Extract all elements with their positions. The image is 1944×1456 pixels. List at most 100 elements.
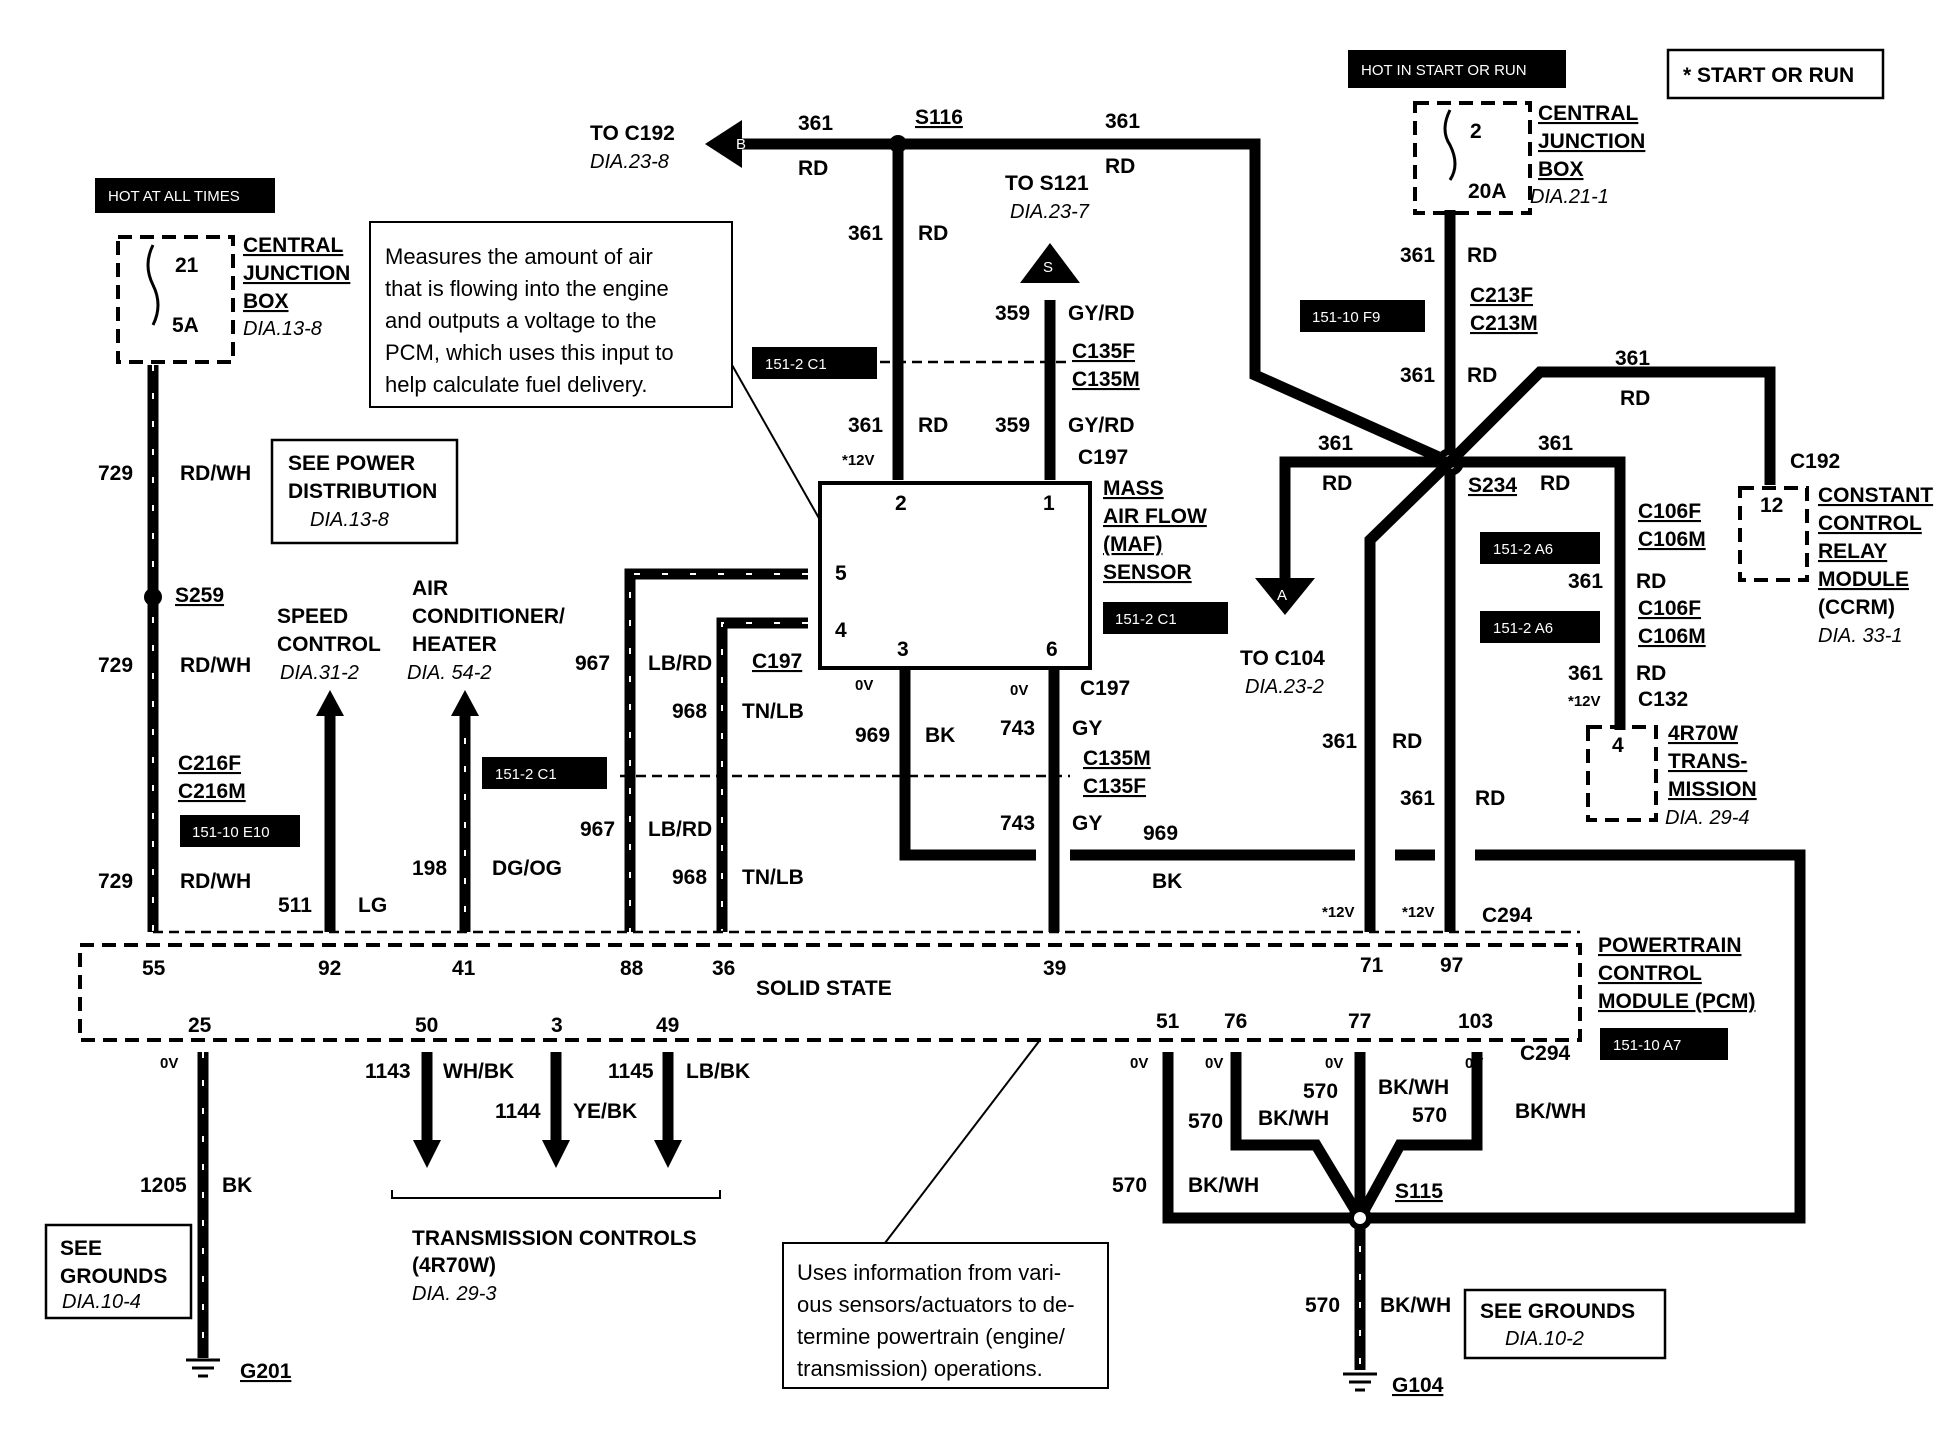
wire-color: RD: [1475, 787, 1505, 810]
wire-label: 361: [1322, 730, 1357, 753]
pcm-note-box: [782, 1242, 1109, 1389]
wire-label: 361: [1538, 432, 1573, 455]
volt-label: 0V: [1130, 1055, 1148, 1072]
wire-label: 361: [798, 112, 833, 135]
trans-conn: C132: [1638, 688, 1688, 711]
ref-text-1: 151-2 C1: [765, 356, 827, 373]
svg-text:transmission) operations.: transmission) operations.: [797, 1356, 1043, 1381]
conn-c197c: C197: [1080, 677, 1130, 700]
maf-pin6: 6: [1046, 638, 1058, 661]
wire-color: BK: [925, 724, 955, 747]
to-s121-dia: DIA.23-7: [1010, 201, 1090, 223]
cjb-right-fuse: 2: [1470, 120, 1482, 143]
ref-box-2: [1300, 300, 1425, 332]
wire-511: [316, 690, 344, 932]
arrow-letter-a: A: [1277, 587, 1287, 604]
ref-text-4: 151-2 A6: [1493, 541, 1553, 558]
ccrm-dia: DIA. 33-1: [1818, 625, 1902, 647]
cjb-right-title2: JUNCTION: [1538, 130, 1645, 153]
wire-color: WH/BK: [443, 1060, 514, 1083]
wire-color: TN/LB: [742, 700, 804, 723]
trans-box: [1586, 725, 1658, 822]
wire-label: 743: [1000, 812, 1035, 835]
wire-color: BK/WH: [1378, 1076, 1449, 1099]
see-grounds-right-box: [1463, 1288, 1667, 1360]
wire-969: [899, 668, 1806, 1224]
wire-label: 743: [1000, 717, 1035, 740]
wire-label: 570: [1412, 1104, 1447, 1127]
arrow-letter-b: B: [736, 136, 746, 153]
ground-g201: G201: [240, 1360, 292, 1383]
pcm-l1: POWERTRAIN: [1598, 934, 1742, 957]
pcm-state: SOLID STATE: [756, 977, 892, 1000]
wire-label: 729: [98, 654, 133, 677]
wire-color: RD: [918, 222, 948, 245]
wire-label: 1144: [495, 1100, 541, 1123]
ref-text-7: 151-10 E10: [192, 824, 270, 841]
ref-box-4: [1480, 532, 1600, 564]
volt-label: 0V: [1325, 1055, 1343, 1072]
wire-color: GY/RD: [1068, 414, 1135, 437]
wire-label: 361: [1568, 570, 1603, 593]
wire-361-maf: [705, 120, 907, 480]
wire-color: RD: [1467, 244, 1497, 267]
ac-l3: HEATER: [412, 633, 497, 656]
conn-c106m: C106M: [1638, 528, 1706, 551]
svg-text:Measures the amount of air: Measures the amount of air: [385, 244, 653, 269]
maf-sensor-box: [818, 481, 1092, 670]
svg-text:Uses information from vari-: Uses information from vari-: [797, 1260, 1061, 1285]
volt-label: *12V: [1402, 904, 1435, 921]
conn-c106f: C106F: [1638, 500, 1701, 523]
volt-label: 0V: [1465, 1055, 1483, 1072]
wire-color: RD: [1636, 662, 1666, 685]
tag-text-hot-all: HOT AT ALL TIMES: [108, 188, 240, 205]
pcm-pin-51: 51: [1156, 1010, 1180, 1033]
trans-l2: TRANS-: [1668, 750, 1747, 773]
wire-label: 570: [1303, 1080, 1338, 1103]
conn-c197: C197: [1078, 446, 1128, 469]
wire-967: [624, 568, 808, 932]
wire-color: GY: [1072, 717, 1102, 740]
ref-text-5: 151-2 A6: [1493, 620, 1553, 637]
speed-dia: DIA.31-2: [280, 662, 359, 684]
wire-label: 570: [1305, 1294, 1340, 1317]
pcm-pin-88: 88: [620, 957, 644, 980]
wire-label: 361: [848, 222, 883, 245]
volt-label: 0V: [1010, 682, 1028, 699]
pcm-pin-39: 39: [1043, 957, 1066, 980]
svg-text:ous sensors/actuators to de-: ous sensors/actuators to de-: [797, 1292, 1075, 1317]
pcm-note: Uses information from vari- ous sensors/…: [797, 1260, 1075, 1381]
wire-label: 361: [848, 414, 883, 437]
cjb-left-title3: BOX: [243, 290, 289, 313]
ref-text-8: 151-10 A7: [1613, 1037, 1681, 1054]
wire-198: [451, 690, 479, 932]
ref-text-6: 151-2 C1: [495, 766, 557, 783]
splice-s259: S259: [175, 584, 224, 607]
wire-color: DG/OG: [492, 857, 562, 880]
trans-volt: *12V: [1568, 693, 1601, 710]
wire-label: 570: [1112, 1174, 1147, 1197]
ref-box-1: [752, 347, 877, 379]
grounds-right-l1: SEE GROUNDS: [1480, 1300, 1635, 1323]
conn-c216m: C216M: [178, 780, 246, 803]
wire-361-top: [898, 138, 1453, 468]
wire-label: 361: [1615, 347, 1650, 370]
wire-label: 361: [1400, 244, 1435, 267]
trans-controls-dia: DIA. 29-3: [412, 1283, 496, 1305]
grounds-right-dia: DIA.10-2: [1505, 1328, 1584, 1350]
wire-color: RD: [1540, 472, 1570, 495]
conn-c135m2: C135M: [1083, 747, 1151, 770]
trans-dia: DIA. 29-4: [1665, 807, 1749, 829]
to-c192-label: TO C192: [590, 122, 675, 145]
wire-color: RD/WH: [180, 462, 251, 485]
wire-label: 361: [1400, 787, 1435, 810]
ac-l1: AIR: [412, 577, 448, 600]
ccrm-l1: CONSTANT: [1818, 484, 1933, 507]
wire-color: RD: [1467, 364, 1497, 387]
to-c192-dia: DIA.23-8: [590, 151, 669, 173]
ref-box-7: [180, 815, 300, 847]
to-c104-label: TO C104: [1240, 647, 1325, 670]
wire-label: 361: [1400, 364, 1435, 387]
